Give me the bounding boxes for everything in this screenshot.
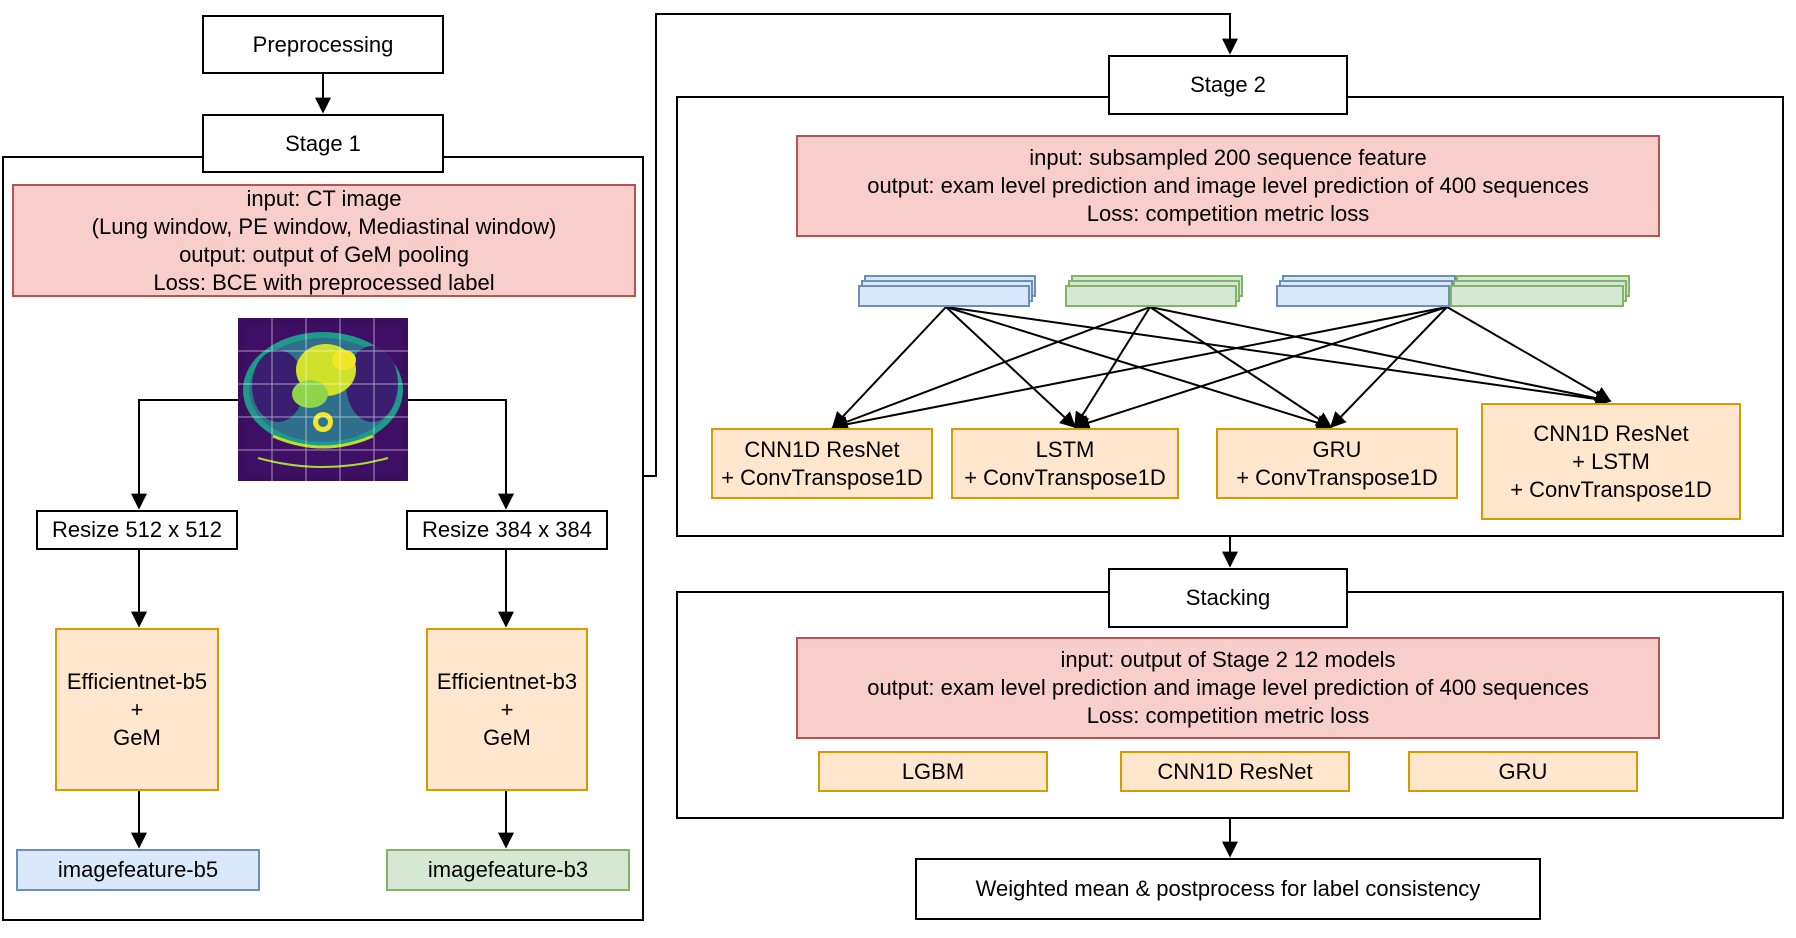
stage2-model-gru: GRU + ConvTranspose1D [1216, 428, 1458, 499]
imagefeature-b5-label: imagefeature-b5 [57, 857, 219, 882]
stage2-spec-box: input: subsampled 200 sequence feature o… [796, 135, 1660, 237]
stage1-spec-line: Loss: BCE with preprocessed label [153, 269, 495, 295]
stage2-model-line: CNN1D ResNet [1533, 420, 1689, 446]
arrow-stage1-stage2 [644, 13, 1238, 477]
stage2-model-cnn1d-lstm: CNN1D ResNet + LSTM + ConvTranspose1D [1481, 403, 1741, 520]
arrow-mixed-to-lstm [1073, 306, 1448, 431]
efficientnet-b3-label: Efficientnet-b3 [436, 668, 578, 694]
stage2-model-line: + LSTM [1572, 448, 1650, 474]
stage2-model-line: GRU [1312, 436, 1362, 462]
stacking-model-lgbm: LGBM [818, 751, 1048, 792]
stage2-title-box: Stage 2 [1108, 55, 1348, 115]
arrow-green-to-cnn1d-lstm [1149, 306, 1612, 406]
stage1-spec-line: input: CT image [246, 185, 402, 211]
resize-left-label: Resize 512 x 512 [52, 517, 222, 542]
stacking-spec-line: input: output of Stage 2 12 models [1060, 647, 1396, 672]
arrow-green-to-gru [1149, 306, 1333, 428]
stage2-model-line: + ConvTranspose1D [1236, 464, 1438, 490]
arrow-green-to-cnn1d [831, 306, 1151, 430]
stacking-model-gru: GRU [1408, 751, 1638, 792]
imagefeature-b3-box: imagefeature-b3 [386, 849, 630, 891]
feature-stack-mixed [1276, 275, 1632, 309]
stage1-spec-line: (Lung window, PE window, Mediastinal win… [91, 213, 557, 239]
stage1-title-box: Stage 1 [202, 114, 444, 173]
arrow-mixed-to-gru [1329, 306, 1448, 429]
arrow-green-to-lstm [1074, 306, 1151, 429]
stage2-title: Stage 2 [1190, 72, 1266, 97]
stage2-model-line: LSTM [1035, 436, 1095, 462]
efficientnet-b3-plus: + [500, 696, 514, 722]
preprocessing-label: Preprocessing [252, 31, 394, 57]
stacking-model-cnn1d-resnet: CNN1D ResNet [1120, 751, 1350, 792]
efficientnet-b5-label: Efficientnet-b5 [66, 668, 208, 694]
stacking-model-label: GRU [1498, 758, 1548, 784]
arrow-blue-to-cnn1d-lstm [945, 306, 1612, 407]
final-label: Weighted mean & postprocess for label co… [975, 876, 1481, 901]
arrow-mixed-to-cnn1d-lstm [1446, 306, 1612, 402]
efficientnet-b5-box: Efficientnet-b5 + GeM [55, 628, 219, 791]
arrow-mixed-to-cnn1d [831, 306, 1448, 433]
stage2-model-line: + ConvTranspose1D [1510, 476, 1712, 502]
arrow-image-resize-left [131, 399, 238, 510]
stacking-spec-line: output: exam level prediction and image … [867, 675, 1589, 700]
stacking-spec-box: input: output of Stage 2 12 models outpu… [796, 637, 1660, 739]
imagefeature-b3-label: imagefeature-b3 [427, 857, 589, 882]
efficientnet-b5-gem: GeM [113, 724, 161, 750]
stage2-model-lstm: LSTM + ConvTranspose1D [951, 428, 1179, 499]
stage2-model-line: + ConvTranspose1D [964, 464, 1166, 490]
stacking-spec-line: Loss: competition metric loss [1086, 703, 1370, 728]
stage2-model-line: + ConvTranspose1D [721, 464, 923, 490]
stacking-model-label: CNN1D ResNet [1157, 758, 1313, 784]
stage2-spec-line: output: exam level prediction and image … [867, 173, 1589, 198]
feature-stack-green [1065, 275, 1245, 309]
preprocessing-box: Preprocessing [202, 15, 444, 74]
efficientnet-b5-plus: + [130, 696, 144, 722]
resize-right-label: Resize 384 x 384 [422, 517, 592, 542]
stacking-title: Stacking [1185, 585, 1271, 610]
resize-left-box: Resize 512 x 512 [36, 510, 238, 550]
stage2-model-line: CNN1D ResNet [744, 436, 900, 462]
stage1-spec-box: input: CT image (Lung window, PE window,… [12, 184, 636, 297]
stacking-title-box: Stacking [1108, 568, 1348, 628]
arrow-blue-to-cnn1d [831, 306, 947, 429]
ct-scan-image [238, 318, 408, 481]
stage1-title: Stage 1 [285, 130, 361, 156]
arrow-image-resize-right [408, 399, 514, 510]
efficientnet-b3-gem: GeM [483, 724, 531, 750]
imagefeature-b5-box: imagefeature-b5 [16, 849, 260, 891]
stage2-model-cnn1d-resnet: CNN1D ResNet + ConvTranspose1D [711, 428, 933, 499]
arrow-blue-to-lstm [945, 306, 1077, 429]
stage1-spec-line: output: output of GeM pooling [179, 241, 469, 267]
final-box: Weighted mean & postprocess for label co… [915, 858, 1541, 920]
stacking-model-label: LGBM [901, 758, 965, 784]
stage2-spec-line: Loss: competition metric loss [1086, 201, 1370, 226]
stage2-spec-line: input: subsampled 200 sequence feature [1029, 145, 1427, 170]
feature-stack-blue [858, 275, 1038, 309]
resize-right-box: Resize 384 x 384 [406, 510, 608, 550]
efficientnet-b3-box: Efficientnet-b3 + GeM [426, 628, 588, 791]
